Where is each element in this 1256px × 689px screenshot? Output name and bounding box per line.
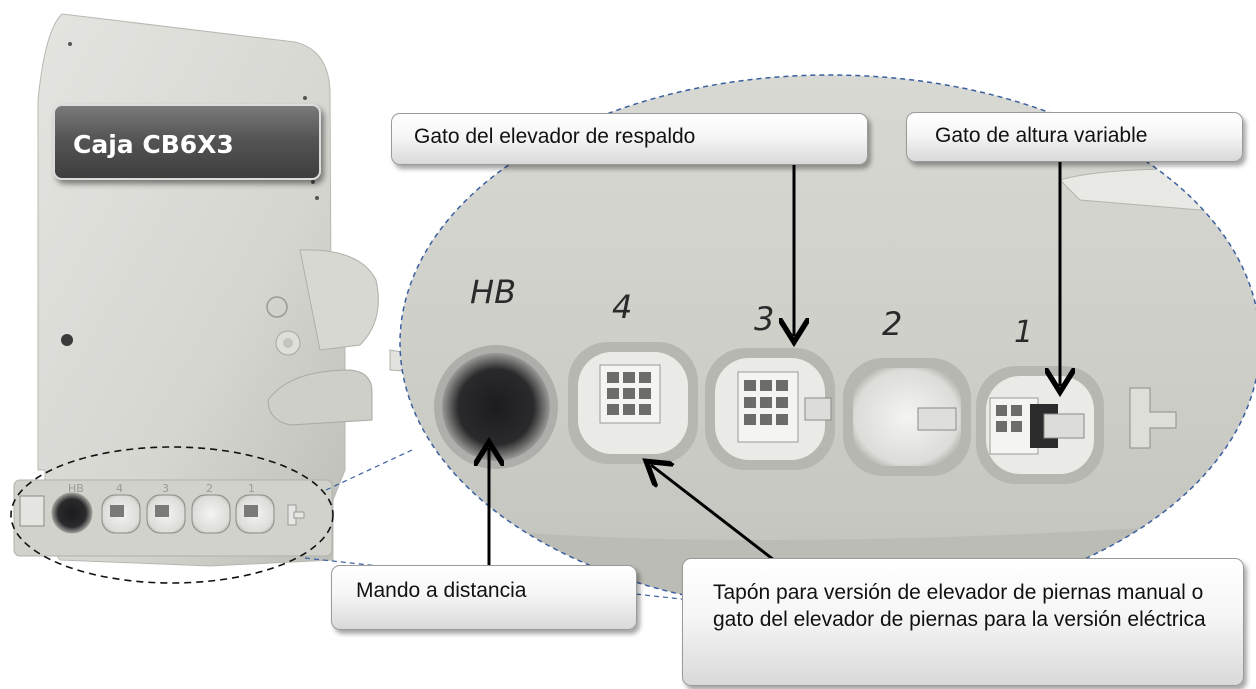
small-port-label-4: 4 [116,482,123,495]
port-highlight-ellipse [10,446,334,584]
small-port-label-1: 1 [248,482,255,495]
port-label-4: 4 [612,288,632,326]
zoom-connector-upper [325,449,413,491]
control-box-photo: HB 4 3 2 1 [13,13,421,567]
callout-remote-control: Mando a distancia [331,565,637,630]
arrow-plug-to-port-4 [651,465,775,562]
port-label-2: 2 [882,305,902,343]
small-port-label-2: 2 [206,482,213,495]
port-label-hb: HB [470,273,516,311]
small-port-label-3: 3 [162,482,169,495]
callout-backrest-actuator: Gato del elevador de respaldo [391,113,868,165]
small-port-label-hb: HB [68,482,84,495]
callout-height-actuator: Gato de altura variable [906,112,1243,162]
box-title: Caja CB6X3 [53,104,321,180]
zoom-ellipse [399,74,1256,612]
callout-leg-plug: Tapón para versión de elevador de pierna… [682,558,1244,686]
port-label-1: 1 [1014,315,1033,350]
port-label-3: 3 [754,300,774,338]
